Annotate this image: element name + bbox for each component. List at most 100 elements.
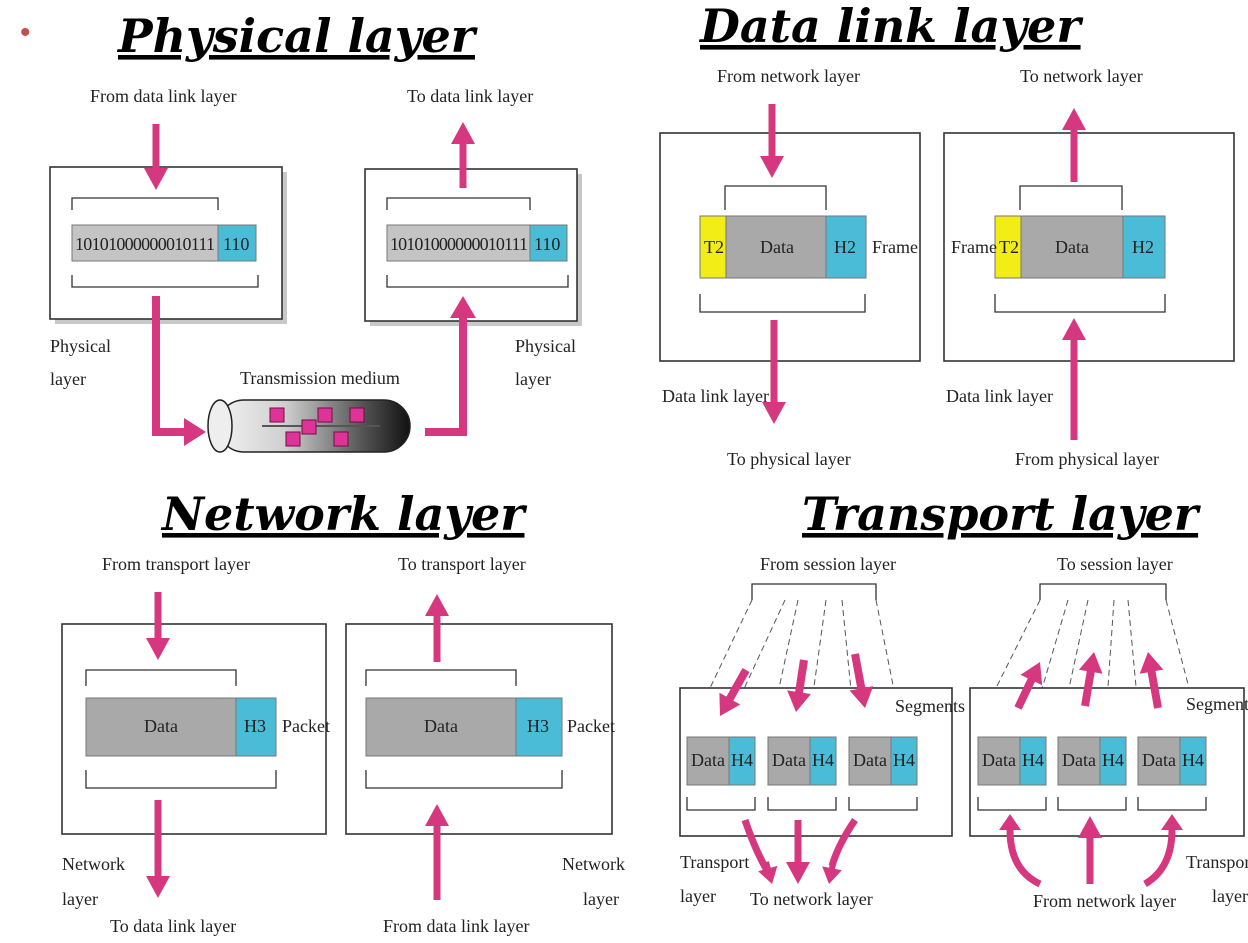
bracket — [365, 669, 517, 686]
header-text: H4 — [1182, 750, 1204, 770]
to-network-label: To network layer — [750, 889, 873, 909]
data-cell — [1137, 736, 1181, 786]
data-text: Data — [853, 750, 887, 770]
data-cell — [1020, 215, 1124, 279]
transport-layer-label-right: Transport — [1186, 852, 1248, 872]
bracket — [724, 185, 827, 210]
data-cell — [767, 736, 811, 786]
bracket — [71, 197, 219, 210]
network-layer-label-left: Network — [62, 854, 125, 874]
transport-layer-label-left-2: layer — [680, 886, 716, 906]
header-text: H2 — [834, 237, 856, 257]
up-arrow — [1078, 816, 1102, 884]
frame-label-right: Frame — [951, 237, 997, 257]
network-layer-label-left-2: layer — [62, 889, 98, 909]
header-cell — [1019, 736, 1047, 786]
curved-arrow — [1006, 829, 1042, 888]
bracket — [751, 583, 877, 600]
segments-label-left: Segments — [895, 696, 965, 716]
down-arrow — [822, 857, 842, 884]
header-cell — [217, 224, 257, 262]
data-text: Data — [760, 237, 794, 257]
bracket — [699, 294, 866, 313]
down-arrow — [146, 592, 170, 660]
data-text: Data — [1062, 750, 1096, 770]
header-cell — [1122, 215, 1166, 279]
up-arrow — [1062, 108, 1086, 182]
datalink-layer-label-left: Data link layer — [662, 386, 769, 406]
network-from-label: From transport layer — [102, 554, 250, 574]
down-arrow — [786, 820, 810, 884]
physical-layer-label-left: Physical — [50, 336, 111, 356]
transmission-medium-label: Transmission medium — [240, 368, 400, 388]
transport-from-label: From session layer — [760, 554, 896, 574]
bits-cell — [71, 224, 219, 262]
datalink-to-label: To network layer — [1020, 66, 1143, 86]
up-arrow — [1161, 814, 1183, 840]
up-arrow — [1062, 318, 1086, 440]
up-arrow — [450, 296, 476, 330]
header-text: H4 — [1102, 750, 1124, 770]
bracket — [1039, 583, 1167, 600]
segments-label-right: Segments — [1186, 694, 1248, 714]
trailer-cell — [699, 215, 727, 279]
bracket — [1019, 185, 1123, 210]
header-text: H4 — [1022, 750, 1044, 770]
header-text: H3 — [527, 716, 549, 736]
transport-layer-title: Transport layer — [802, 487, 1202, 541]
trailer-cell — [994, 215, 1022, 279]
network-layer-label-right: Network — [562, 854, 625, 874]
bits-text: 10101000000010111 — [75, 234, 215, 254]
header-cell — [529, 224, 568, 262]
header-text: H2 — [1132, 237, 1154, 257]
header-text: H4 — [812, 750, 834, 770]
physical-layer-label-left-2: layer — [50, 369, 86, 389]
data-link-layer-panel: Data link layer From network layer To ne… — [659, 0, 1235, 469]
data-cell — [848, 736, 892, 786]
header-text: H4 — [893, 750, 915, 770]
transport-to-label: To session layer — [1057, 554, 1173, 574]
data-cell — [1057, 736, 1101, 786]
bracket — [1137, 797, 1207, 811]
header-cell — [825, 215, 867, 279]
data-text: Data — [424, 716, 458, 736]
segment-guide-lines — [974, 599, 1201, 731]
packet-label-right: Packet — [567, 716, 615, 736]
network-layer-title: Network layer — [160, 487, 528, 541]
from-physical-label: From physical layer — [1015, 449, 1159, 469]
physical-layer-label-right-2: layer — [515, 369, 551, 389]
header-cell — [1179, 736, 1207, 786]
down-arrow — [762, 320, 786, 424]
physical-from-label: From data link layer — [90, 86, 236, 106]
up-arrow — [1014, 662, 1043, 710]
header-cell — [235, 697, 277, 757]
up-arrow — [425, 804, 449, 900]
physical-layer-panel: Physical layer From data link layer To d… — [49, 9, 582, 453]
down-arrow — [719, 668, 750, 716]
bracket — [386, 275, 569, 288]
bracket — [386, 197, 531, 210]
data-cell — [85, 697, 237, 757]
curved-arrow — [1143, 829, 1176, 888]
data-text: Data — [772, 750, 806, 770]
medium-path-line — [152, 296, 190, 436]
packet-label-left: Packet — [282, 716, 330, 736]
right-arrow — [180, 418, 206, 446]
bracket — [848, 797, 918, 811]
from-datalink-label: From data link layer — [383, 916, 529, 936]
network-layer-panel: Network layer From transport layer To tr… — [61, 487, 625, 936]
down-arrow — [146, 800, 170, 898]
bracket — [767, 797, 837, 811]
bracket — [994, 294, 1166, 313]
data-text: Data — [1142, 750, 1176, 770]
bits-cell — [386, 224, 531, 262]
header-text: H4 — [731, 750, 753, 770]
up-arrow — [451, 122, 475, 188]
header-cell — [515, 697, 563, 757]
to-datalink-label: To data link layer — [110, 916, 236, 936]
transport-layer-panel: Transport layer From session layer To se… — [679, 487, 1248, 911]
bracket — [85, 669, 237, 686]
segment-guide-lines — [689, 599, 903, 731]
bracket — [71, 275, 259, 288]
